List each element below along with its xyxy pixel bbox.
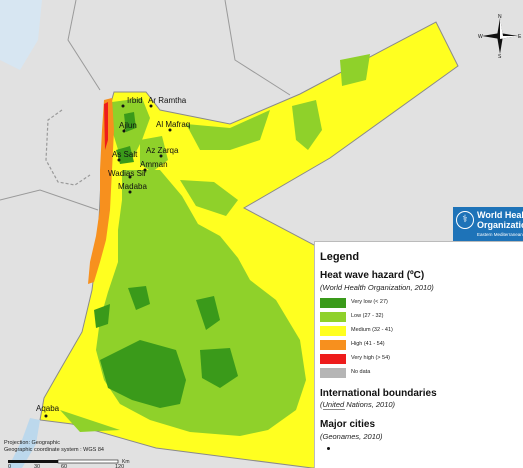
who-logo: ⚕ World Health Organization Eastern Medi… <box>453 207 523 241</box>
legend-class-medium: Medium (32 - 41) <box>320 324 520 338</box>
cities-source: (Geonames, 2010) <box>320 432 383 441</box>
city-markers <box>44 104 172 418</box>
swatch-very-low <box>320 298 346 308</box>
city-label-amman: Amman <box>140 160 168 169</box>
city-dot-az-zarqa <box>159 154 163 158</box>
city-label-wadias-sir: Wadias Sir <box>108 169 147 178</box>
city-label-irbid: Irbid <box>127 96 143 105</box>
city-dot-ajlun <box>122 129 126 133</box>
scale-tick-30: 30 <box>34 464 40 468</box>
city-label-aqaba: Aqaba <box>36 404 60 413</box>
neighbour-boundary <box>0 189 99 211</box>
scale-tick-120: 120 <box>115 464 124 468</box>
westbank-boundary <box>45 109 91 186</box>
city-dot-irbid <box>121 104 125 108</box>
city-label-as-salt: As Salt <box>112 150 138 159</box>
scale-unit: Km <box>122 459 130 465</box>
legend-class-high: High (41 - 54) <box>320 338 520 352</box>
class-label: Medium (32 - 41) <box>351 327 393 333</box>
compass-rose-icon: N S W E <box>478 14 522 58</box>
swatch-low <box>320 312 346 322</box>
city-dot-amman <box>143 168 147 172</box>
neighbour-boundary <box>224 0 291 96</box>
city-point-symbol <box>327 447 330 450</box>
legend-class-very-low: Very low (< 27) <box>320 296 520 310</box>
swatch-no-data <box>320 368 346 378</box>
who-emblem-icon: ⚕ <box>456 211 474 229</box>
very-high-hazard <box>104 102 108 150</box>
compass-w: W <box>478 34 483 40</box>
class-label: Low (27 - 32) <box>351 313 384 319</box>
who-logo-line-1: World Health <box>477 210 523 220</box>
cities-title: Major cities <box>320 419 376 430</box>
projection-line-2: Geographic coordinate system : WGS 84 <box>4 447 104 453</box>
scale-bar: 0 30 60 120 Km <box>8 459 130 468</box>
swatch-medium <box>320 326 346 336</box>
city-dot-al-mafraq <box>168 128 172 132</box>
compass-e: E <box>518 34 522 40</box>
city-dot-ar-ramtha <box>149 104 153 108</box>
boundaries-source: (United Nations, 2010) <box>320 400 396 409</box>
class-label: Very low (< 27) <box>351 299 388 305</box>
scale-tick-0: 0 <box>8 464 11 468</box>
legend-title: Legend <box>320 251 360 263</box>
scale-tick-60: 60 <box>61 464 67 468</box>
city-label-madaba: Madaba <box>118 182 147 191</box>
city-label-ajlun: Ajlun <box>119 121 137 130</box>
legend-class-very-high: Very high (> 54) <box>320 352 520 366</box>
legend-class-low: Low (27 - 32) <box>320 310 520 324</box>
city-label-al-mafraq: Al Mafraq <box>156 120 190 129</box>
compass-s: S <box>498 54 502 58</box>
class-label: No data <box>351 369 371 375</box>
who-logo-line-3: Eastern Mediterranean <box>477 232 523 237</box>
city-dot-wadias-sir <box>128 175 132 179</box>
hazard-title: Heat wave hazard (ºC) <box>320 270 425 281</box>
city-dot-aqaba <box>44 414 48 418</box>
gulf-of-aqaba <box>8 418 40 468</box>
swatch-very-high <box>320 354 346 364</box>
hazard-source: (World Health Organization, 2010) <box>320 283 434 292</box>
swatch-high <box>320 340 346 350</box>
class-label: High (41 - 54) <box>351 341 385 347</box>
compass-n: N <box>498 14 502 20</box>
map-legend: Legend Heat wave hazard (ºC) (World Heal… <box>314 241 523 468</box>
city-label-az-zarqa: Az Zarqa <box>146 146 179 155</box>
city-label-ar-ramtha: Ar Ramtha <box>148 96 187 105</box>
legend-class-no-data: No data <box>320 366 520 380</box>
city-dot-as-salt <box>117 158 121 162</box>
who-logo-line-2: Organization <box>477 220 523 230</box>
class-label: Very high (> 54) <box>351 355 390 361</box>
projection-line-1: Projection: Geographic <box>4 440 60 446</box>
high-hazard-rift-valley <box>88 98 114 284</box>
boundary-line-symbol <box>323 409 345 410</box>
very-low-hazard-areas <box>94 112 238 408</box>
sea-area <box>0 0 42 70</box>
neighbour-boundary <box>67 0 101 91</box>
city-dot-madaba <box>128 190 132 194</box>
boundaries-title: International boundaries <box>320 388 437 399</box>
